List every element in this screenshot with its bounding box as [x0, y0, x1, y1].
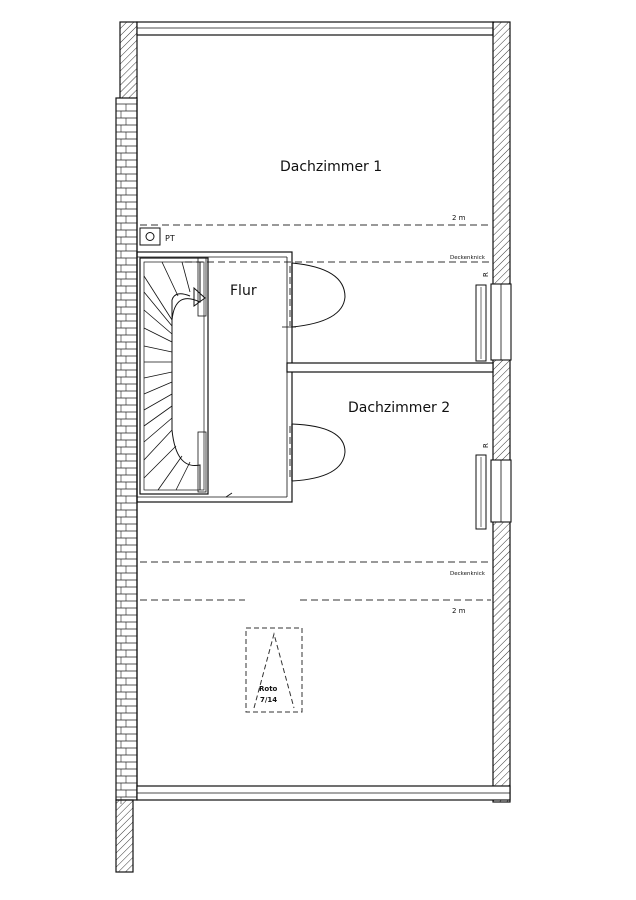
stair-tread: [161, 261, 179, 297]
stair-tread: [143, 291, 173, 327]
door-swing-room2: [291, 423, 346, 482]
stair-tread: [143, 405, 173, 427]
stair-handrail: [171, 262, 201, 490]
stair-enclosure: [136, 251, 293, 503]
stair-tread: [143, 445, 177, 479]
skylight-label-line1: Roto: [259, 685, 278, 693]
stair-newel-bottom: [197, 431, 207, 493]
left-wall-brick: [115, 97, 138, 801]
stair-tread: [143, 327, 173, 343]
chimney-box: [139, 227, 161, 246]
stair-tread: [143, 417, 173, 443]
right-wall: [492, 21, 511, 803]
staircase-inner: [143, 261, 205, 491]
ceiling-kink-label-top: Deckenknick: [450, 255, 486, 261]
staircase: [139, 257, 209, 495]
top-wall: [136, 21, 494, 36]
room-label-flur: Flur: [230, 283, 257, 299]
chimney-icon: [145, 232, 155, 241]
room-label-dachzimmer-2: Dachzimmer 2: [348, 400, 450, 416]
radiator-top-label: R: [482, 272, 490, 277]
height-label-bottom: 2 m: [452, 607, 466, 615]
stair-tread: [143, 393, 173, 411]
stair-tread: [175, 461, 191, 491]
stair-direction-arrow: [171, 286, 206, 380]
left-wall-brick-courses: [116, 103, 137, 804]
height-label-top: 2 m: [452, 214, 466, 222]
left-wall-lower: [115, 799, 134, 873]
ceiling-kink-label-bottom: Deckenknick: [450, 571, 486, 577]
stair-tread: [143, 309, 173, 335]
stair-tread: [143, 275, 173, 321]
chimney-label: PT: [165, 234, 175, 243]
door-swing-room1: [291, 262, 346, 328]
left-wall-upper: [119, 21, 138, 101]
room-label-dachzimmer-1: Dachzimmer 1: [280, 159, 382, 175]
stair-newel-top: [197, 257, 207, 317]
partition-wall: [286, 362, 494, 373]
stair-treads: [143, 261, 191, 491]
radiator-bottom-label: R: [482, 443, 490, 448]
skylight-opening-triangle: [253, 632, 295, 709]
stair-tread: [143, 371, 173, 379]
skylight-label-line2: 7/14: [260, 696, 277, 704]
skylight: [245, 627, 303, 713]
stair-tread: [143, 429, 173, 461]
stair-tread: [143, 381, 173, 395]
stair-tread: [143, 345, 173, 353]
stair-tread: [181, 261, 191, 293]
stair-tread: [157, 455, 183, 491]
